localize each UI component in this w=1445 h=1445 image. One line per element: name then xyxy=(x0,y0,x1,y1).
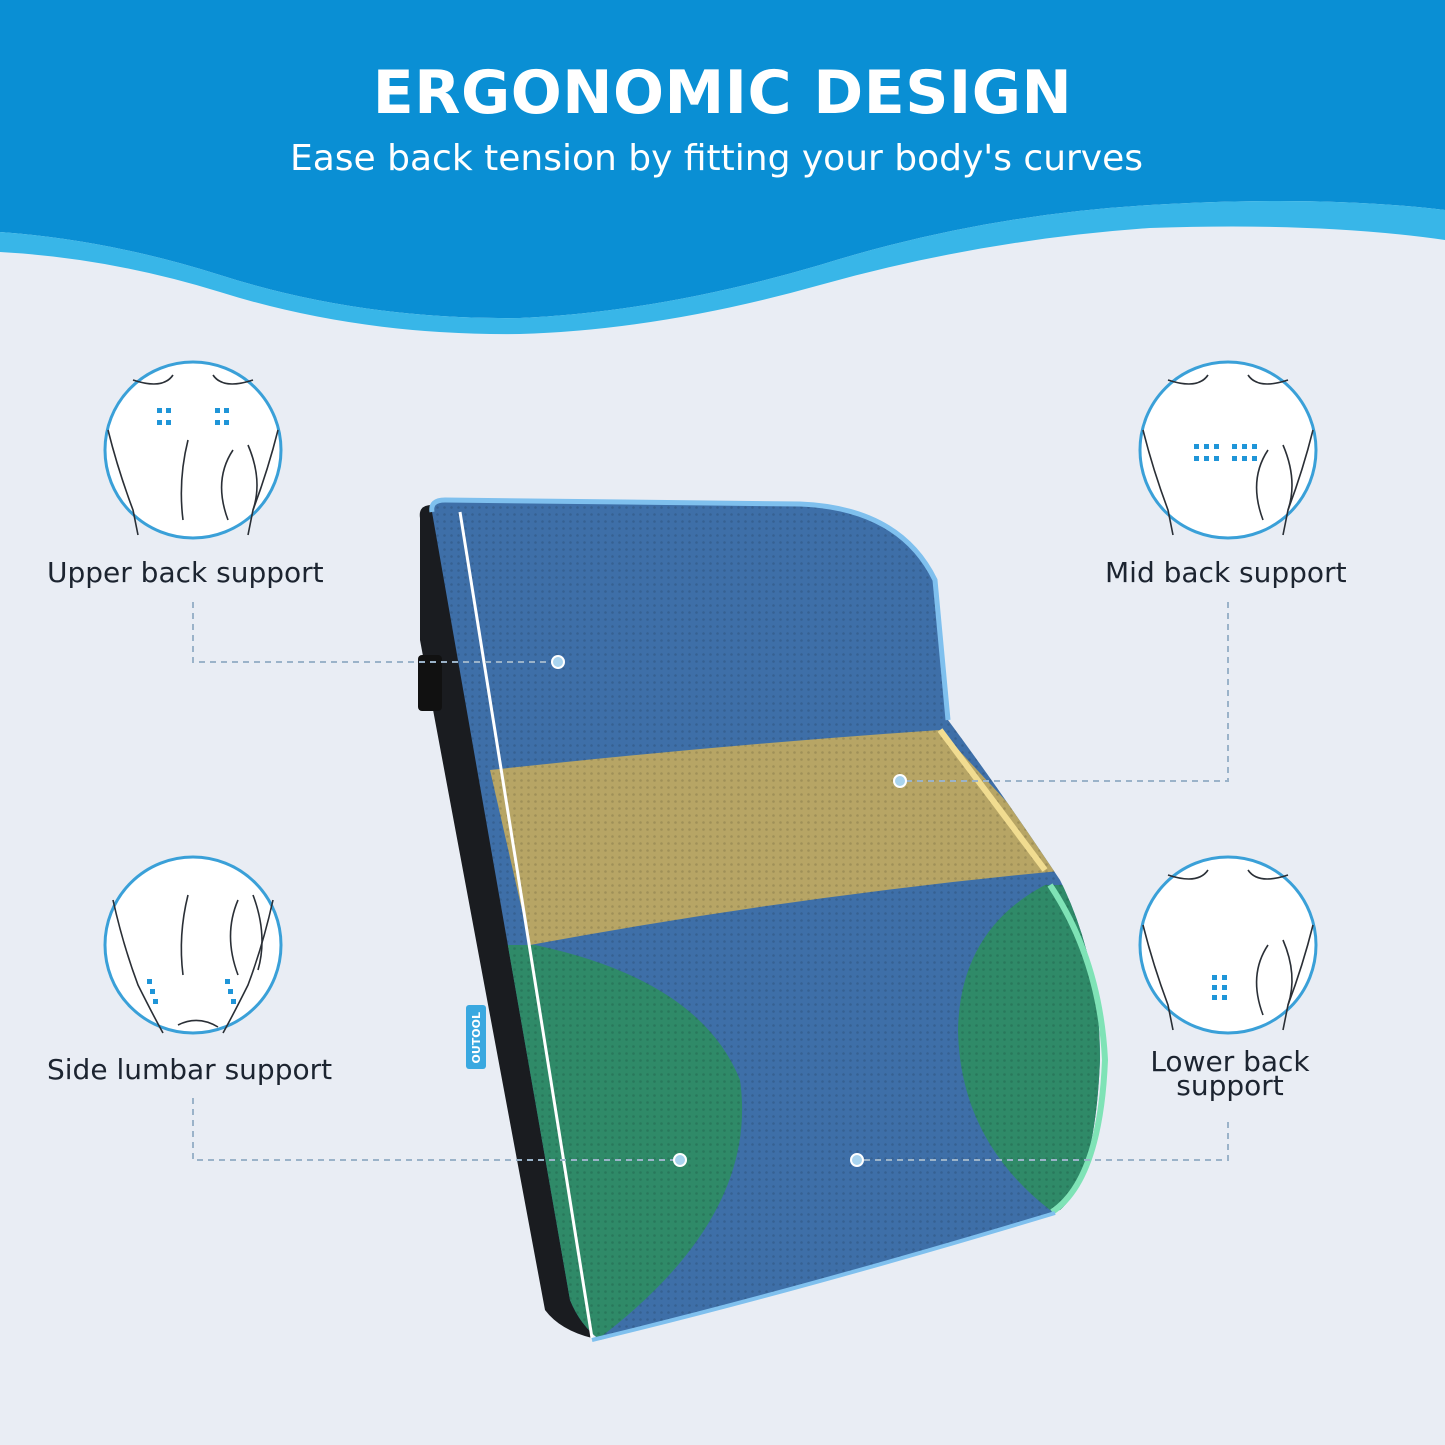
lower-back-icon xyxy=(1138,855,1318,1035)
callout-upper-back xyxy=(192,602,558,663)
mid-back-icon xyxy=(1138,360,1318,540)
wave-highlight xyxy=(0,201,1445,335)
dot-upper-back xyxy=(551,655,565,669)
callout-lower-back xyxy=(857,1122,1229,1161)
brand-logo: OUTOOL xyxy=(470,1012,483,1064)
upper-back-label: Upper back support xyxy=(47,556,324,589)
lumbar-cushion xyxy=(418,497,1109,1342)
side-lumbar-label: Side lumbar support xyxy=(47,1053,333,1086)
upper-back-icon xyxy=(103,360,283,540)
strap-buckle xyxy=(418,655,442,711)
mid-back-label: Mid back support xyxy=(1105,556,1347,589)
side-lumbar-icon xyxy=(103,855,283,1035)
callout-mid-back xyxy=(900,602,1229,782)
callout-dots xyxy=(551,655,907,1167)
callout-side-lumbar xyxy=(192,1098,680,1161)
page-title: ERGONOMIC DESIGN xyxy=(372,58,1073,128)
callout-lines xyxy=(192,602,1229,1161)
dot-lower-back xyxy=(850,1153,864,1167)
dot-side-lumbar xyxy=(673,1153,687,1167)
lower-back-label: Lower back support xyxy=(1150,1045,1310,1102)
page-subtitle: Ease back tension by fitting your body's… xyxy=(289,138,1144,179)
dot-mid-back xyxy=(893,774,907,788)
header-banner xyxy=(0,0,1445,335)
brand-tag xyxy=(466,1005,486,1069)
